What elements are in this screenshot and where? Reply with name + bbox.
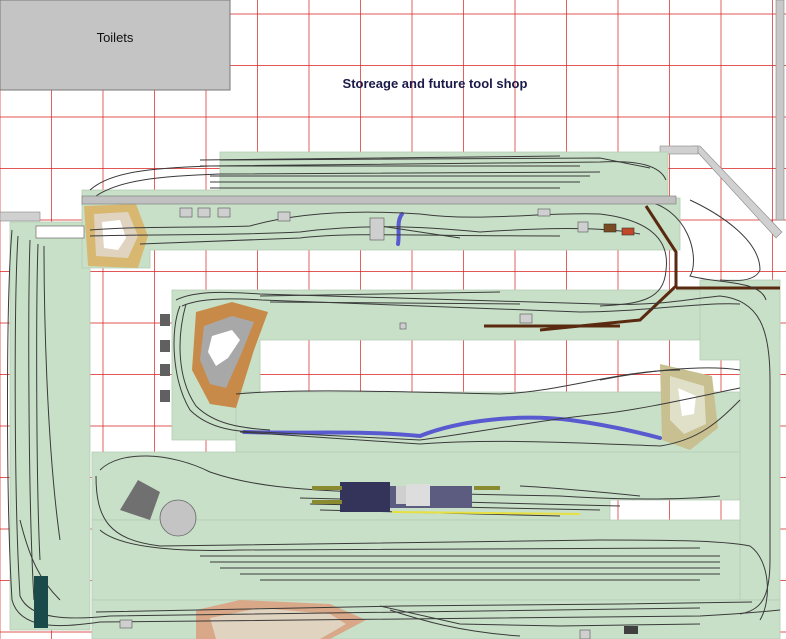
track-segment	[389, 609, 521, 637]
track-segment	[95, 475, 768, 621]
track-segment	[95, 171, 601, 197]
track-segment	[239, 399, 741, 447]
track-segment	[179, 303, 271, 431]
storage-area-label: Storeage and future tool shop	[342, 76, 528, 91]
baseboards	[9, 151, 781, 639]
track-segment	[139, 234, 561, 245]
track-segment	[259, 291, 501, 297]
track-segment	[269, 301, 521, 305]
track-segment	[181, 298, 741, 313]
tracks	[7, 155, 781, 637]
track-segment	[173, 305, 741, 441]
track-segment	[689, 199, 761, 282]
track-segment	[14, 235, 701, 619]
track-segment	[89, 211, 667, 307]
track-segment	[219, 157, 651, 169]
wall-right	[775, 0, 785, 221]
track-segment	[99, 529, 701, 551]
wall-stub	[659, 145, 699, 155]
track-segment	[379, 605, 701, 627]
track-segment	[235, 369, 681, 395]
track-segment	[519, 485, 641, 497]
toilets-room	[0, 0, 231, 91]
toilets-label: Toilets	[96, 30, 134, 45]
turntable	[159, 499, 197, 537]
station-building	[340, 482, 390, 512]
track-segment	[95, 601, 753, 613]
track-segment	[379, 225, 461, 239]
track-segment	[175, 291, 771, 615]
roads	[484, 205, 780, 332]
wall-stub-left	[0, 211, 41, 222]
roundhouse	[120, 480, 160, 520]
water	[242, 212, 662, 440]
wall-diagonal	[691, 145, 783, 239]
scenery	[84, 204, 718, 639]
track-segment	[43, 245, 61, 541]
track-segment	[99, 455, 721, 500]
track-segment	[639, 199, 767, 301]
track-segment	[19, 519, 61, 601]
structures	[34, 195, 677, 639]
track-segment	[36, 243, 41, 561]
track-segment	[7, 229, 781, 627]
track-segment	[28, 239, 35, 601]
